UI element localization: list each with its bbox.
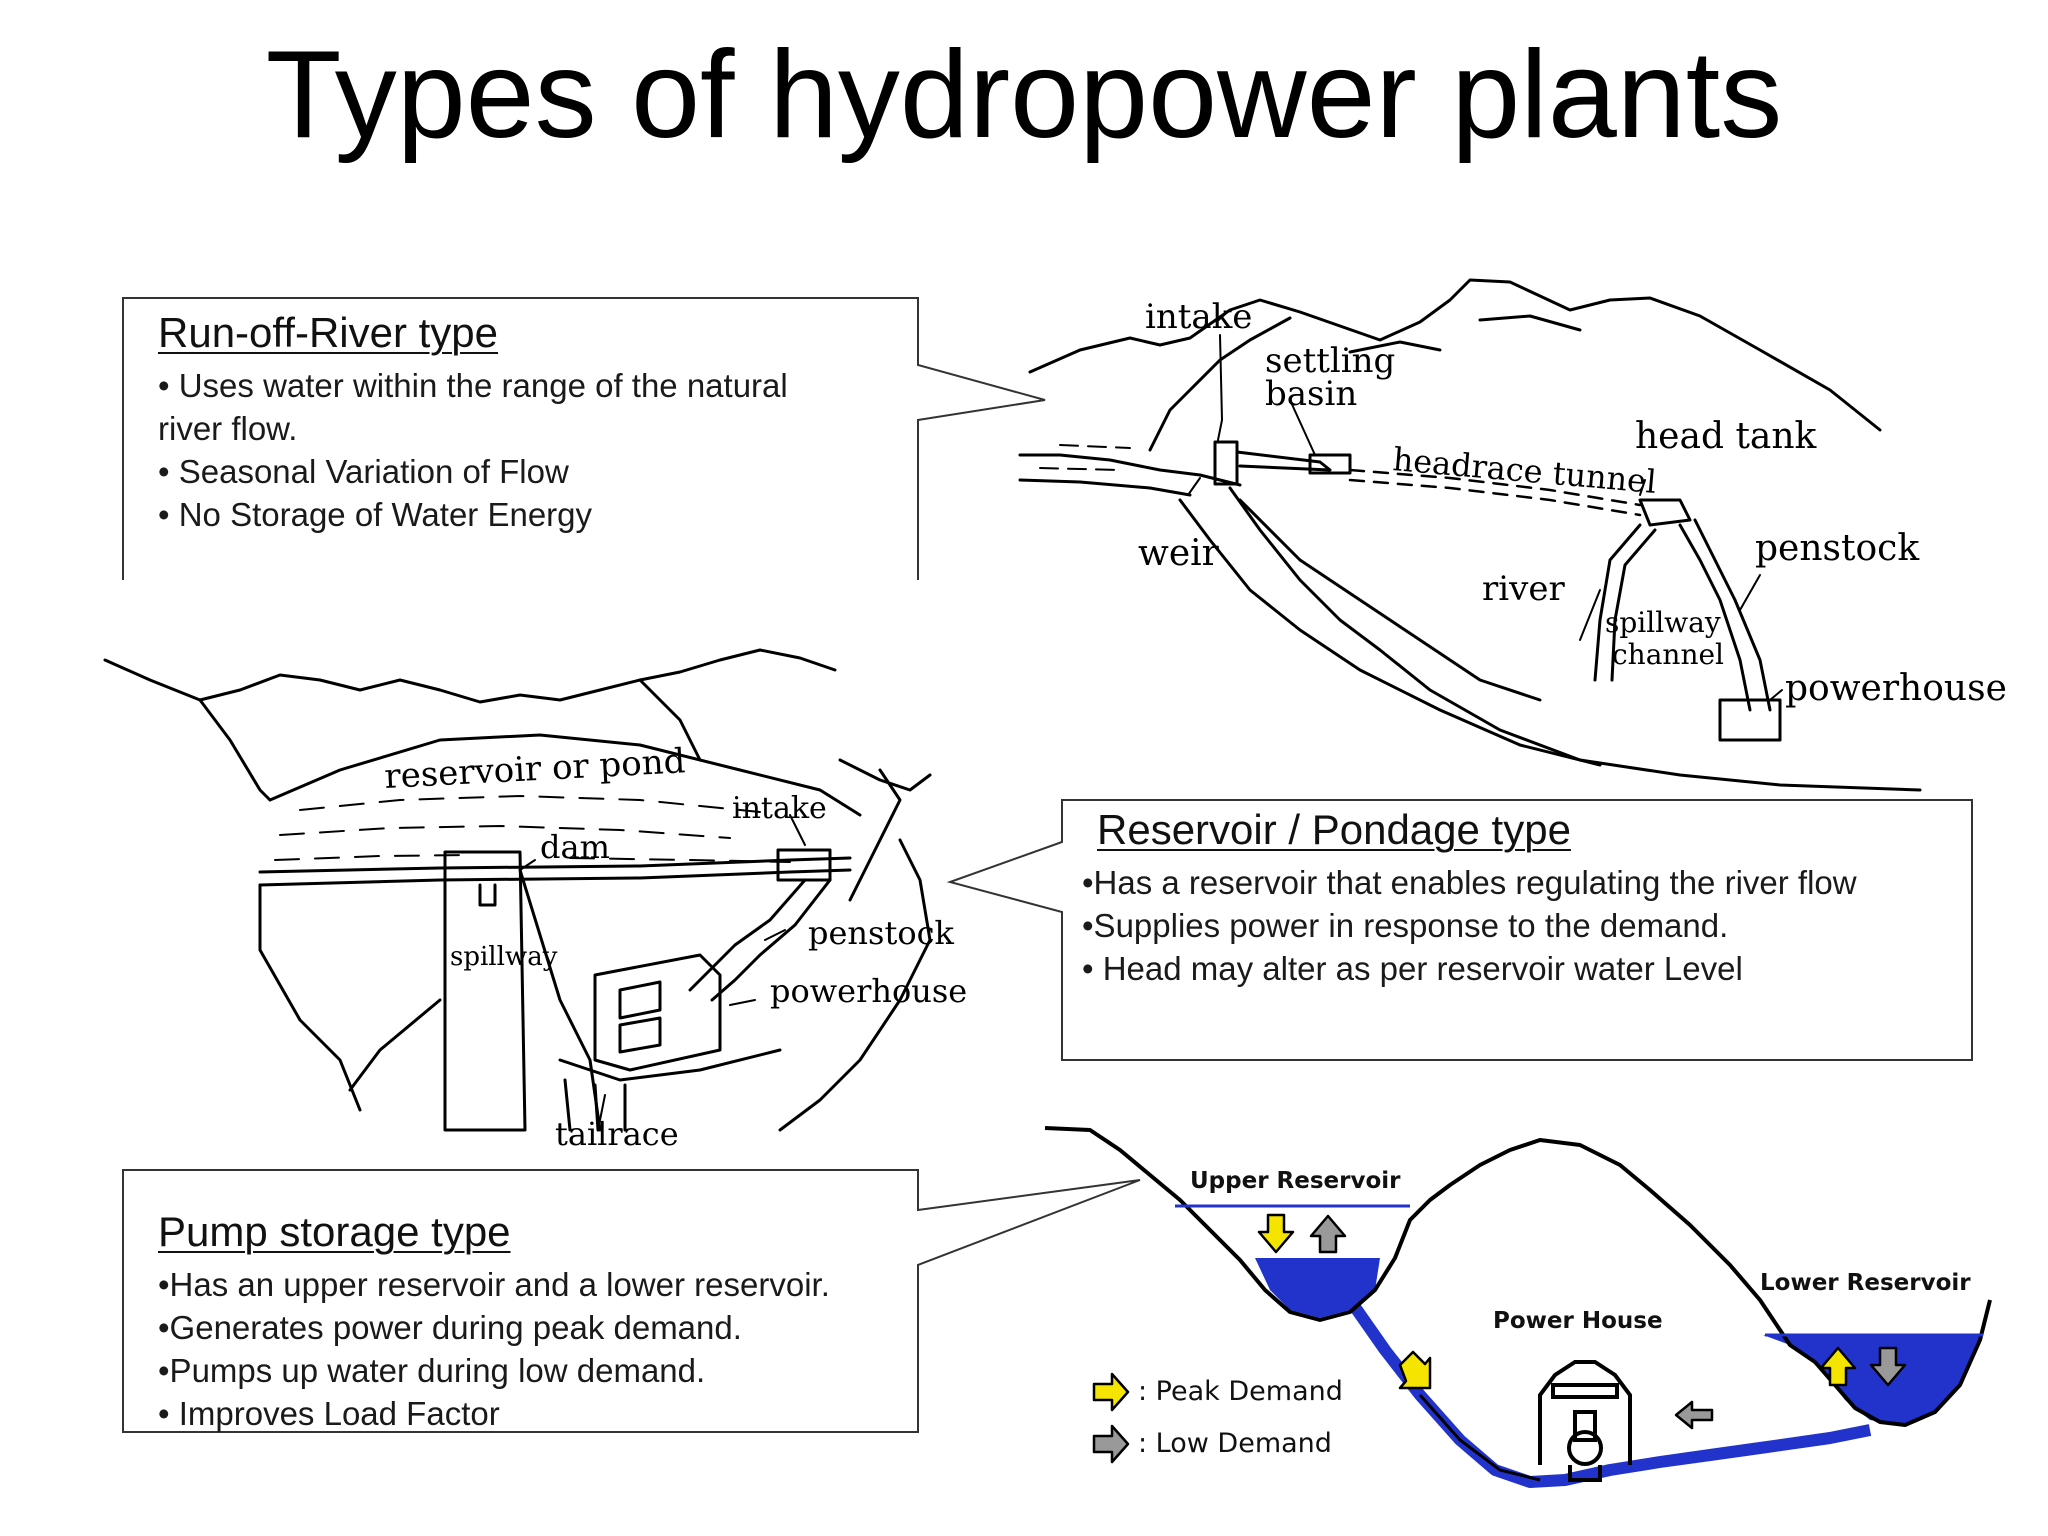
headrace-tunnel-line-2 — [1348, 478, 1642, 517]
reservoir-penstock-pipe — [688, 878, 807, 992]
lower-reservoir-water — [1763, 1335, 1983, 1425]
run-off-river-line-2: river flow. — [158, 410, 298, 447]
run-off-river-line-3: • Seasonal Variation of Flow — [158, 453, 569, 490]
ror-label-penstock: penstock — [1755, 528, 1920, 569]
ps-label-lower-reservoir: Lower Reservoir — [1760, 1270, 1971, 1296]
river-bank — [1018, 453, 1242, 487]
pump-storage-terrain — [1044, 1126, 1992, 1427]
reservoir-callout: Reservoir / Pondage type •Has a reservoi… — [1082, 805, 1962, 990]
pump-storage-callout: Pump storage type •Has an upper reservoi… — [158, 1207, 908, 1435]
dam-crest — [258, 856, 852, 874]
weir-structure — [1213, 440, 1239, 486]
pump-storage-callout-box — [122, 1169, 1141, 1433]
reservoir-heading: Reservoir / Pondage type — [1097, 806, 1571, 853]
ror-label-head-tank: head tank — [1635, 416, 1818, 457]
headrace-tunnel-line — [1348, 468, 1642, 507]
ror-label-weir: weir — [1138, 533, 1220, 574]
run-off-river-line-1: • Uses water within the range of the nat… — [158, 367, 788, 404]
head-tank-structure — [1638, 498, 1692, 527]
ror-label-settling: settling — [1265, 341, 1395, 381]
pump-storage-power-house — [1538, 1360, 1632, 1482]
ror-label-intake: intake — [1145, 297, 1252, 337]
pump-storage-diagram — [1044, 1126, 1992, 1488]
tailrace-structure — [558, 1048, 782, 1082]
pump-storage-line-2: •Generates power during peak demand. — [158, 1309, 742, 1346]
pump-storage-labels: Upper Reservoir Lower Reservoir Power Ho… — [1138, 1168, 1971, 1459]
mountain-front — [1148, 316, 1292, 452]
low-demand-down-arrow — [1869, 1346, 1907, 1387]
reservoir-surface — [268, 733, 862, 817]
reservoir-line-1: •Has a reservoir that enables regulating… — [1082, 864, 1857, 901]
upper-reservoir-arrows — [1257, 1213, 1347, 1254]
reservoir-callout-box — [946, 799, 1973, 1061]
res-label-intake: intake — [732, 791, 827, 826]
pump-storage-line-3: •Pumps up water during low demand. — [158, 1352, 706, 1389]
ror-label-spillway: spillway — [1605, 606, 1721, 639]
settling-basin-structure — [1308, 453, 1352, 475]
run-off-river-callout-box — [122, 297, 1046, 580]
res-label-penstock: penstock — [808, 914, 955, 952]
powerhouse-structure — [1718, 698, 1782, 742]
pump-storage-line-4: • Improves Load Factor — [158, 1395, 500, 1432]
reservoir-mountains — [103, 648, 837, 704]
ror-label-river: river — [1482, 569, 1565, 609]
run-off-river-diagram — [1018, 278, 1922, 792]
res-label-dam: dam — [540, 828, 610, 866]
ror-label-powerhouse: powerhouse — [1785, 668, 2007, 709]
ror-label-channel: channel — [1612, 638, 1724, 671]
reservoir-line-3: • Head may alter as per reservoir water … — [1082, 950, 1743, 987]
res-label-tailrace: tailrace — [555, 1115, 679, 1153]
ror-label-headrace-tunnel: headrace tunnel — [1391, 440, 1658, 501]
res-label-reservoir-or-pond: reservoir or pond — [383, 741, 686, 797]
low-demand-up-arrow — [1309, 1214, 1347, 1254]
pump-storage-line-1: •Has an upper reservoir and a lower rese… — [158, 1266, 830, 1303]
reservoir-intake-structure — [776, 848, 832, 882]
reservoir-powerhouse-structure — [593, 953, 722, 1072]
penstock-pipe — [1678, 523, 1752, 712]
page-title: Types of hydropower plants — [265, 26, 1783, 164]
res-label-powerhouse: powerhouse — [770, 972, 967, 1010]
peak-demand-up-arrow — [1819, 1346, 1857, 1387]
pump-storage-heading: Pump storage type — [158, 1208, 511, 1255]
ps-legend-peak-demand: : Peak Demand — [1138, 1376, 1343, 1407]
res-label-spillway: spillway — [450, 942, 558, 972]
flow-arrow-peak — [1398, 1350, 1432, 1390]
legend-peak-arrow-icon — [1092, 1372, 1130, 1412]
run-off-river-line-4: • No Storage of Water Energy — [158, 496, 593, 533]
ps-label-upper-reservoir: Upper Reservoir — [1190, 1168, 1401, 1194]
ror-label-basin: basin — [1265, 374, 1357, 414]
spillway-channel-line — [1593, 523, 1642, 682]
lower-reservoir-arrows — [1819, 1346, 1907, 1387]
reservoir-diagram — [103, 648, 932, 1132]
mountain-ridge — [1028, 278, 1882, 432]
flow-arrow-low — [1674, 1400, 1714, 1430]
peak-demand-down-arrow — [1257, 1213, 1295, 1254]
dam-body — [443, 850, 527, 1132]
run-off-river-callout: Run-off-River type • Uses water within t… — [158, 308, 898, 536]
reservoir-line-2: •Supplies power in response to the deman… — [1082, 907, 1729, 944]
legend-low-arrow-icon — [1092, 1424, 1130, 1464]
ps-label-power-house: Power House — [1493, 1308, 1663, 1334]
run-off-river-heading: Run-off-River type — [158, 309, 499, 356]
ps-legend-low-demand: : Low Demand — [1138, 1428, 1332, 1459]
